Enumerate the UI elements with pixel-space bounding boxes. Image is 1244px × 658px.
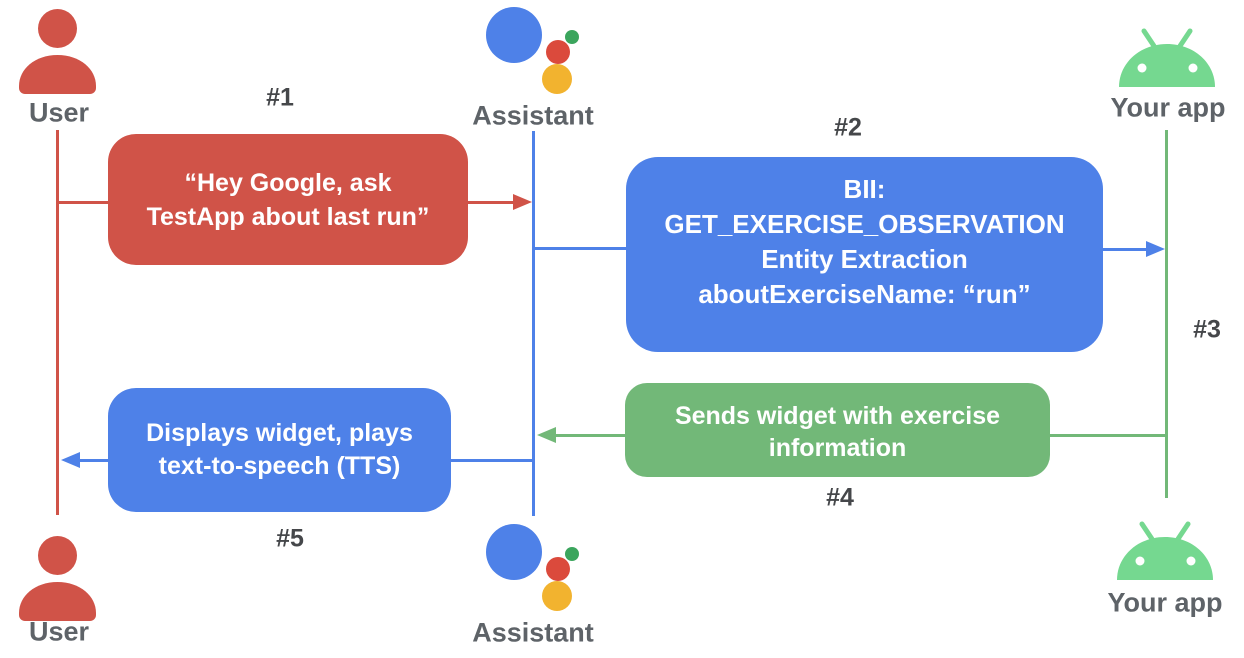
message2-text-line3: Entity Extraction — [761, 243, 968, 274]
actor-label-assistant-top: Assistant — [472, 100, 594, 131]
message4-text-line2: information — [768, 434, 907, 462]
user-lifeline — [56, 130, 59, 515]
person-icon — [19, 536, 96, 621]
arrowhead-to-user-5 — [61, 452, 80, 468]
step-label-1: #1 — [266, 83, 294, 112]
message2-text-line2: GET_EXERCISE_OBSERVATION — [664, 208, 1065, 239]
person-icon — [19, 9, 96, 94]
arrowhead-to-app-2 — [1146, 241, 1165, 257]
step-label-3: #3 — [1193, 315, 1221, 344]
message2-box: BII: GET_EXERCISE_OBSERVATION Entity Ext… — [626, 157, 1103, 352]
arrowhead-to-assistant-4 — [537, 427, 556, 443]
actor-label-assistant-bottom: Assistant — [472, 617, 594, 648]
message5-connector-right — [451, 459, 532, 462]
message2-text-line4: aboutExerciseName: “run” — [698, 278, 1031, 309]
app-lifeline — [1165, 130, 1168, 498]
google-assistant-icon — [486, 7, 579, 94]
step-label-5: #5 — [276, 524, 304, 553]
google-assistant-icon — [486, 524, 579, 611]
message2-connector-right — [1103, 248, 1147, 251]
message4-text-line1: Sends widget with exercise — [674, 402, 1001, 430]
message5-connector-left — [79, 459, 108, 462]
message4-connector-left — [555, 434, 625, 437]
assistant-lifeline — [532, 131, 535, 516]
message4-connector-right — [1050, 434, 1165, 437]
arrowhead-to-assistant-1 — [513, 194, 532, 210]
android-icon — [1119, 28, 1215, 87]
message1-connector-left — [58, 201, 108, 204]
message1-box: “Hey Google, ask TestApp about last run” — [108, 134, 468, 265]
step-label-4: #4 — [826, 483, 854, 512]
message5-text-line1: Displays widget, plays — [146, 419, 413, 447]
message1-text-line2: TestApp about last run” — [146, 202, 430, 231]
step-label-2: #2 — [834, 113, 862, 142]
actor-label-app-top: Your app — [1110, 92, 1226, 123]
message4-box: Sends widget with exercise information — [625, 383, 1050, 477]
android-icon — [1117, 521, 1213, 580]
message1-connector-right — [468, 201, 514, 204]
message2-text-line1: BII: — [843, 173, 886, 204]
actor-label-user-bottom: User — [28, 616, 90, 647]
actor-label-user-top: User — [28, 97, 90, 128]
message5-box: Displays widget, plays text-to-speech (T… — [108, 388, 451, 512]
message2-connector-left — [535, 247, 626, 250]
message5-text-line2: text-to-speech (TTS) — [158, 452, 401, 480]
message1-text-line1: “Hey Google, ask — [184, 168, 392, 197]
actor-label-app-bottom: Your app — [1107, 587, 1223, 618]
